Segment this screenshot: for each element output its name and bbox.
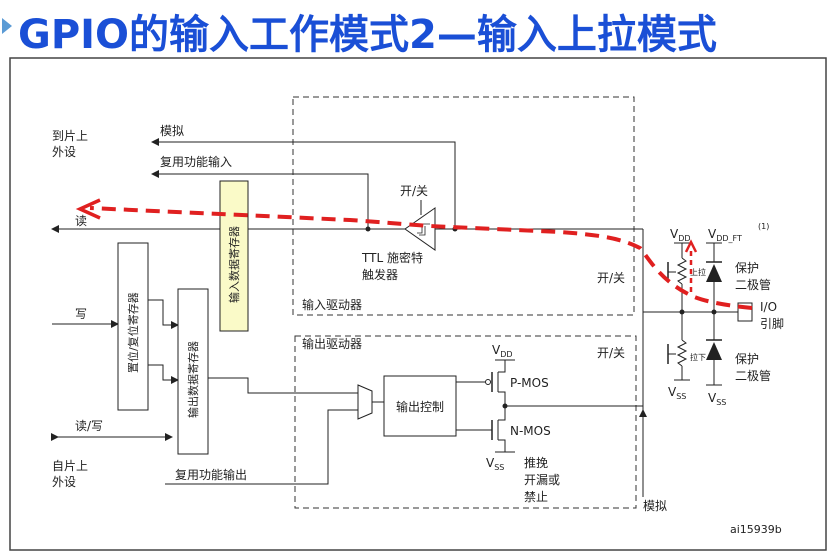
pmos-label: P-MOS xyxy=(510,376,549,390)
bit-set-reset-register xyxy=(117,242,149,411)
pulldown-small-label: 拉下 xyxy=(690,352,706,362)
read-write-label: 读/写 xyxy=(75,419,103,433)
nmos-label: N-MOS xyxy=(510,424,551,438)
input-data-register-label: 输入数据寄存器 xyxy=(227,226,241,303)
alt-func-output-label: 复用功能输出 xyxy=(175,467,247,482)
pmos-drain-wire xyxy=(497,360,506,406)
pullup-small-label: 上拉 xyxy=(690,267,706,277)
page-title: GPIO的输入工作模式2—输入上拉模式 xyxy=(18,12,717,58)
input-driver-label: 输入驱动器 xyxy=(302,297,362,312)
vss-diode-label: VSS xyxy=(708,391,726,407)
schmitt-on-off-label: 开/关 xyxy=(400,184,428,198)
output-data-register xyxy=(177,288,209,455)
pullup-resistor xyxy=(676,257,688,285)
figure-id: ai15939b xyxy=(730,523,782,536)
title-bar: GPIO的输入工作模式2—输入上拉模式 xyxy=(0,0,830,58)
pullup-on-off-label: 开/关 xyxy=(597,271,625,285)
bsr-to-odr-wire-2 xyxy=(148,364,179,384)
protection-top-line2: 二极管 xyxy=(735,277,771,292)
vdd-ft-label: VDD_FT xyxy=(708,227,742,243)
protection-diode-top xyxy=(706,264,722,282)
alt-func-input-label: 复用功能输入 xyxy=(160,154,232,169)
from-onchip-line2: 外设 xyxy=(52,475,76,489)
vss-nmos-label: VSS xyxy=(486,456,504,472)
from-onchip-line1: 自片上 xyxy=(52,459,88,473)
junction-alt-input xyxy=(365,226,371,232)
input-driver-box xyxy=(292,96,635,316)
vss-pulldown-label: VSS xyxy=(668,385,686,401)
to-onchip-line2: 外设 xyxy=(52,145,76,159)
io-pin-line2: 引脚 xyxy=(760,316,784,331)
to-onchip-line1: 到片上 xyxy=(52,129,88,143)
protection-bottom-line2: 二极管 xyxy=(735,368,771,383)
title-bullet-icon xyxy=(2,18,12,34)
ttl-schmitt-line1: TTL 施密特 xyxy=(361,250,423,265)
input-data-register xyxy=(219,180,249,332)
output-control-box xyxy=(383,375,457,437)
ttl-schmitt-line2: 触发器 xyxy=(362,267,398,282)
output-data-register-label: 输出数据寄存器 xyxy=(186,341,200,418)
push-pull-line3: 禁止 xyxy=(524,490,548,504)
analog-top-wire xyxy=(151,138,456,228)
diagram-frame xyxy=(9,57,827,551)
signal-path-dashed xyxy=(89,206,753,310)
nmos-drain-wire xyxy=(497,406,506,452)
output-mux xyxy=(357,384,373,420)
output-driver-label: 输出驱动器 xyxy=(302,336,362,351)
pmos-gate-bubble xyxy=(485,379,491,385)
pulldown-on-off-label: 开/关 xyxy=(597,346,625,360)
push-pull-line1: 推挽 xyxy=(524,456,548,470)
analog-bottom-label: 模拟 xyxy=(643,499,667,513)
push-pull-line2: 开漏或 xyxy=(524,473,560,487)
vdd-ft-note: (1) xyxy=(758,222,769,231)
output-driver-box xyxy=(294,335,637,509)
alt-func-input-wire xyxy=(151,170,369,228)
alt-func-output-wire xyxy=(165,409,358,485)
vdd-pullup-label: VDD xyxy=(670,227,691,243)
bit-set-reset-register-label: 置位/复位寄存器 xyxy=(126,292,140,373)
schmitt-hysteresis-icon xyxy=(417,223,430,236)
output-control-label: 输出控制 xyxy=(396,399,444,414)
odr-to-mux-wire xyxy=(208,377,358,394)
pullup-current-arrowhead xyxy=(684,239,698,253)
write-label: 写 xyxy=(75,307,87,321)
vdd-pmos-label: VDD xyxy=(492,343,513,359)
protection-diode-bottom xyxy=(706,342,722,360)
read-label: 读 xyxy=(75,214,87,228)
protection-top-line1: 保护 xyxy=(735,261,759,275)
protection-bottom-line1: 保护 xyxy=(735,352,759,366)
bsr-to-odr-wire-1 xyxy=(148,299,179,329)
schmitt-trigger xyxy=(404,207,436,251)
signal-path-arrowhead xyxy=(75,198,101,220)
pulldown-resistor xyxy=(676,339,688,367)
analog-top-label: 模拟 xyxy=(160,124,184,138)
io-pin-line1: I/O xyxy=(760,300,777,314)
